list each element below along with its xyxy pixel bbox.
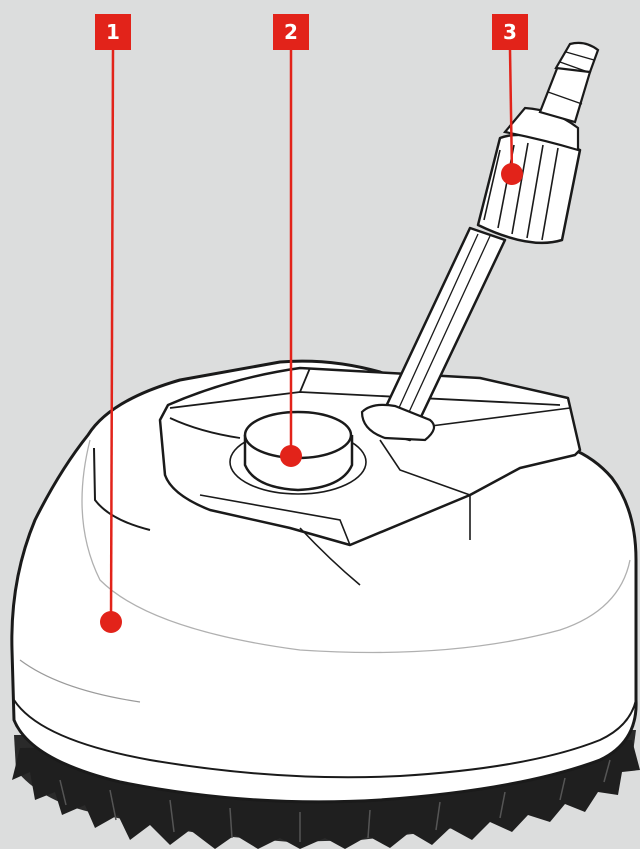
callout-label-3: 3	[492, 14, 528, 50]
callout-boxes	[95, 14, 528, 50]
callout-dot-2	[280, 445, 302, 467]
callout-dot-3	[501, 163, 523, 185]
callout-dot-1	[100, 611, 122, 633]
callout-label-1: 1	[95, 14, 131, 50]
callout-label-2: 2	[273, 14, 309, 50]
